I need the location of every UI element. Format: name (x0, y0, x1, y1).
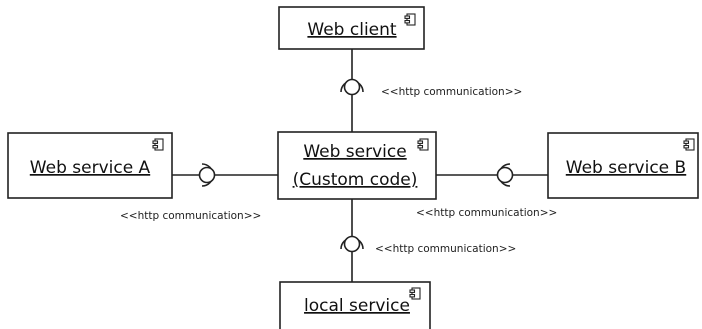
component-icon (152, 138, 164, 151)
component-web-client[interactable]: Web client (278, 6, 425, 50)
component-icon (409, 287, 421, 300)
interface-a (198, 163, 216, 187)
stereotype-label-b: <<http communication>> (416, 207, 557, 219)
connector-wires (172, 49, 548, 282)
component-name: local service (304, 296, 410, 316)
component-web-service-b[interactable]: Web service B (547, 132, 699, 199)
component-local-service[interactable]: local service (279, 281, 431, 329)
ball-icon (198, 166, 216, 184)
component-box[interactable] (279, 281, 431, 329)
interface-b (496, 163, 514, 187)
ball-icon (496, 166, 514, 184)
ball-icon (343, 235, 361, 253)
interface-local (340, 235, 364, 253)
component-name: Web service B (566, 158, 686, 178)
component-box[interactable] (277, 131, 437, 200)
stereotype-label-local: <<http communication>> (375, 243, 516, 255)
component-name: Web client (307, 20, 396, 40)
component-icon (404, 13, 416, 26)
component-icon (417, 138, 429, 151)
component-name-line1: Web service (303, 142, 406, 162)
component-icon (683, 138, 695, 151)
stereotype-label-a: <<http communication>> (120, 210, 261, 222)
component-box[interactable] (547, 132, 699, 199)
ball-icon (343, 78, 361, 96)
component-web-service[interactable]: Web service (Custom code) (277, 131, 437, 200)
component-box[interactable] (278, 6, 425, 50)
interface-client (340, 78, 364, 96)
stereotype-label-client: <<http communication>> (381, 86, 522, 98)
component-box[interactable] (7, 132, 173, 199)
component-name: Web service A (30, 158, 151, 178)
component-web-service-a[interactable]: Web service A (7, 132, 173, 199)
component-name-line2: (Custom code) (293, 170, 418, 190)
